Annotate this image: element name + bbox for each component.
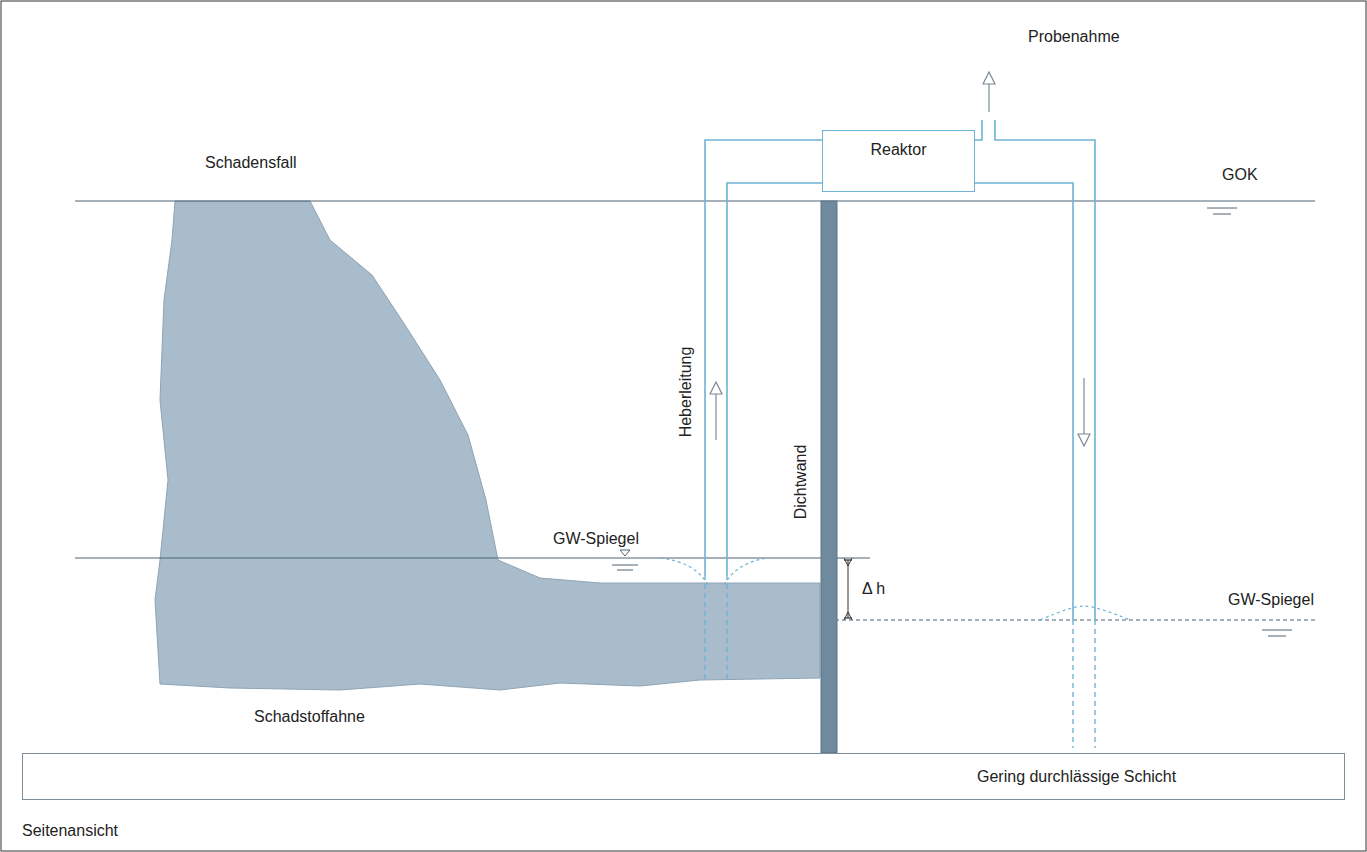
dimension-arrows (844, 558, 852, 620)
flow-arrow (1083, 378, 1084, 440)
low-permeability-layer: Gering durchlässige Schicht (22, 753, 1345, 800)
ground-line (75, 201, 1315, 202)
water-symbol (612, 208, 1292, 636)
groundwater-line (75, 558, 870, 559)
wall-label: Dichtwand (792, 445, 810, 520)
pollutant-plume (155, 201, 820, 690)
sampling-label: Probenahme (1028, 28, 1120, 46)
drawdown-curve (660, 558, 768, 585)
cutoff-wall (821, 201, 837, 753)
pipe-label: Heberleitung (677, 347, 695, 438)
groundwater-label: GW-Spiegel (1228, 591, 1314, 609)
dimension-line (848, 560, 849, 618)
sampling-arrow (988, 78, 989, 112)
caption: Seitenansicht (22, 822, 118, 840)
plume-label: Schadstoffahne (254, 708, 365, 726)
ground-surface-label: GOK (1222, 166, 1258, 184)
mound-curve (1040, 606, 1130, 620)
damage-label: Schadensfall (205, 154, 297, 172)
node-text: Reaktor (870, 141, 926, 159)
pipe-underwater (705, 575, 1095, 748)
dimension-label: Δ h (862, 580, 885, 598)
groundwater-label: GW-Spiegel (553, 530, 639, 548)
node-text: Gering durchlässige Schicht (977, 768, 1176, 786)
reactor-box: Reaktor (822, 130, 975, 192)
groundwater-line (835, 620, 1315, 621)
siphon-pipe (705, 120, 1095, 620)
flow-arrow (715, 388, 716, 440)
